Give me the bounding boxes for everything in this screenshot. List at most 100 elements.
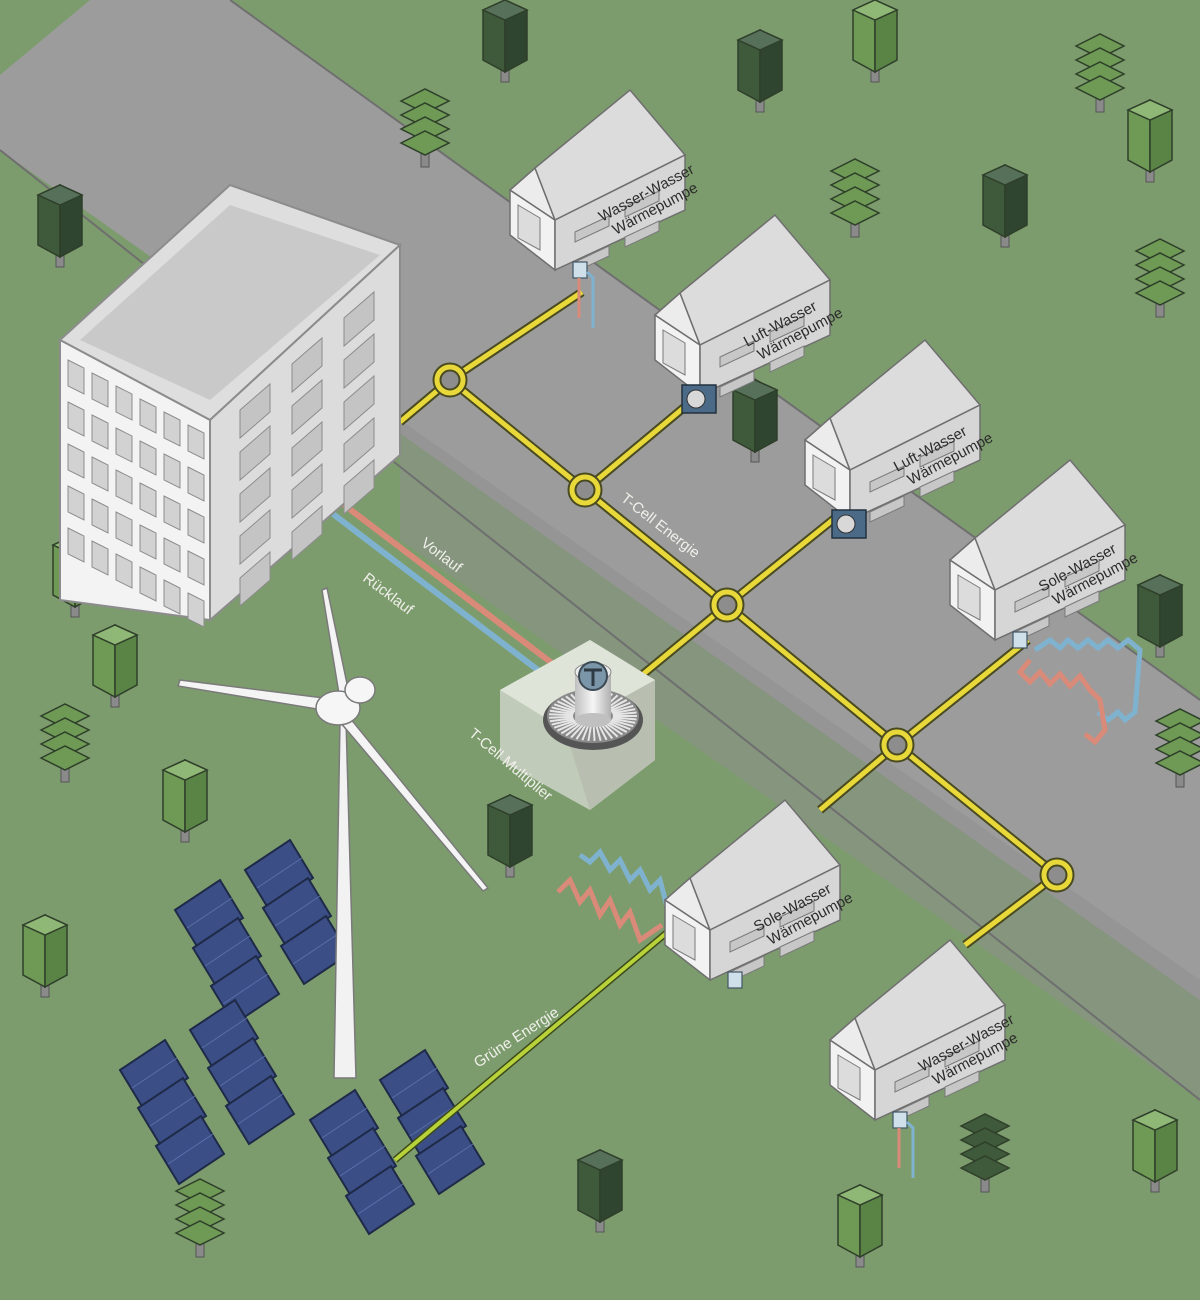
window (343, 332, 375, 390)
window (163, 537, 181, 573)
window (139, 482, 157, 518)
window (115, 553, 133, 589)
window (869, 495, 905, 523)
window (91, 414, 109, 450)
tree-icon (481, 0, 529, 83)
tree-icon (161, 758, 209, 843)
house: Wasser-WasserWärmepumpe (508, 88, 701, 328)
window (187, 592, 205, 628)
window (163, 495, 181, 531)
window (343, 458, 375, 516)
window (779, 930, 815, 958)
tree-icon (1154, 708, 1200, 788)
window (163, 579, 181, 615)
window (163, 411, 181, 447)
tree-icon (851, 0, 899, 83)
ground-loop-left (556, 847, 673, 944)
tree-icon (91, 623, 139, 708)
window (1014, 585, 1050, 613)
window (624, 190, 660, 218)
window (869, 465, 905, 493)
window (1064, 590, 1100, 618)
window (343, 416, 375, 474)
window (239, 550, 271, 608)
window (115, 427, 133, 463)
tree-icon (486, 793, 534, 878)
tree-icon (736, 28, 784, 113)
window (239, 508, 271, 566)
window (67, 443, 85, 479)
garage-door (957, 574, 981, 621)
window (139, 398, 157, 434)
tree-icon (39, 703, 91, 783)
house: Wasser-WasserWärmepumpe (828, 938, 1021, 1178)
window (1064, 560, 1100, 588)
window (944, 1070, 980, 1098)
green-energy-line-core (393, 928, 672, 1162)
window (67, 359, 85, 395)
tree-icon (981, 163, 1029, 248)
tree-icon (731, 378, 779, 463)
tree-icon (829, 158, 881, 238)
window (239, 424, 271, 482)
t-cell-network (397, 288, 1075, 949)
tree-icon (959, 1113, 1011, 1193)
window (139, 566, 157, 602)
window (139, 440, 157, 476)
garage-door (517, 204, 541, 251)
window (67, 485, 85, 521)
window (291, 420, 323, 478)
window (91, 456, 109, 492)
window (91, 498, 109, 534)
solar-panel-icon (188, 998, 296, 1146)
window (139, 524, 157, 560)
houses: Wasser-WasserWärmepumpeLuft-WasserWärmep… (508, 88, 1141, 1178)
window (239, 382, 271, 440)
solar-panel-icon (308, 1088, 416, 1236)
window (187, 466, 205, 502)
window (187, 508, 205, 544)
garage-door (662, 329, 686, 376)
window (187, 550, 205, 586)
window (894, 1065, 930, 1093)
solar-panel-icon (173, 878, 281, 1026)
wind-turbine-icon (177, 586, 490, 1079)
solar-panel-icon (118, 1038, 226, 1186)
tree-icon (21, 913, 69, 998)
heat-pump-unit-icon (892, 1111, 908, 1129)
tree-icon (576, 1148, 624, 1233)
window (67, 527, 85, 563)
tree-icon (1131, 1108, 1179, 1193)
tree-icon (174, 1178, 226, 1258)
tree-icon (1074, 33, 1126, 113)
window (187, 424, 205, 460)
road-shade (400, 420, 1200, 1100)
window (291, 462, 323, 520)
window (719, 340, 755, 368)
t-cell-multiplier (500, 640, 655, 810)
window (115, 385, 133, 421)
house: Sole-WasserWärmepumpe (663, 798, 856, 989)
window (769, 315, 805, 343)
house: Luft-WasserWärmepumpe (653, 213, 846, 414)
house: Luft-WasserWärmepumpe (803, 338, 996, 539)
window (779, 900, 815, 928)
garage-door (837, 1054, 861, 1101)
window (574, 215, 610, 243)
office-building (58, 183, 402, 628)
window (291, 336, 323, 394)
window (919, 440, 955, 468)
return-pipe (331, 511, 570, 696)
window (624, 220, 660, 248)
garage-door (812, 454, 836, 501)
window (91, 372, 109, 408)
tree-icon (1134, 238, 1186, 318)
window (729, 925, 765, 953)
tree-icon (36, 183, 84, 268)
garage-door (672, 914, 696, 961)
t-cell-logo-icon (578, 661, 608, 691)
window (769, 345, 805, 373)
tree-icon (836, 1183, 884, 1268)
window (919, 470, 955, 498)
